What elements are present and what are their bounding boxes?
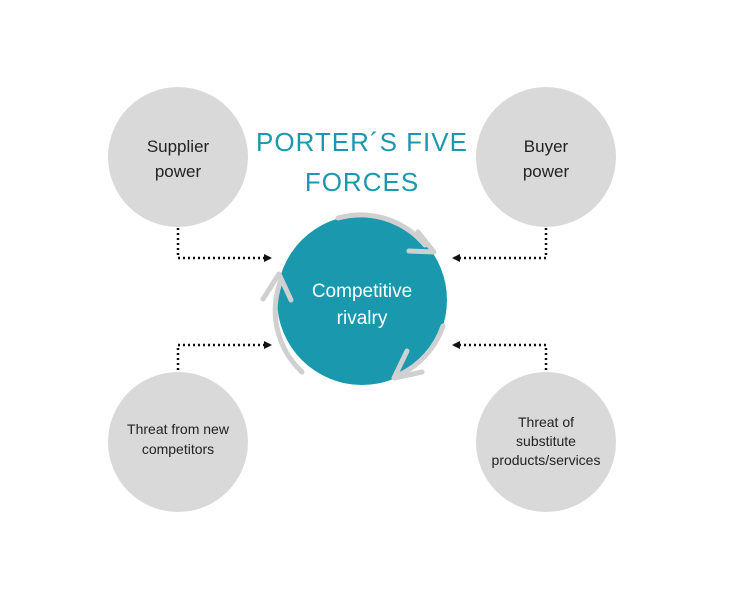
substitutes-label-line3: products/services (492, 452, 601, 468)
center-competitive-rivalry: Competitive rivalry (260, 212, 447, 385)
cycle-arrowhead-left-icon (260, 271, 294, 303)
center-label-line1: Competitive (312, 281, 412, 302)
supplier-circle (108, 87, 248, 227)
buyer-label-line1: Buyer (524, 137, 569, 156)
new-entrants-circle (108, 372, 248, 512)
substitutes-label-line2: substitute (516, 433, 576, 449)
supplier-label-line1: Supplier (147, 137, 210, 156)
substitutes-label-line1: Threat of (518, 414, 574, 430)
diagram-title-line2: FORCES (305, 167, 419, 197)
new-entrants-label-line2: competitors (142, 441, 214, 457)
connector-substitutes (452, 341, 548, 400)
center-circle (277, 215, 447, 385)
new-entrants-label-line1: Threat from new (127, 421, 230, 437)
cycle-arrowhead-top-icon (406, 229, 437, 255)
substitutes-circle (476, 372, 616, 512)
cycle-arrowhead-bottom-icon (391, 348, 425, 381)
force-buyer-power: Buyer power (476, 87, 616, 227)
center-label-line2: rivalry (337, 308, 388, 329)
force-substitutes: Threat of substitute products/services (476, 372, 616, 512)
cycle-arc-top (335, 212, 428, 248)
buyer-circle (476, 87, 616, 227)
cycle-arc-bottom (396, 323, 446, 378)
force-new-entrants: Threat from new competitors (108, 372, 248, 512)
buyer-label-line2: power (523, 162, 570, 181)
force-supplier-power: Supplier power (108, 87, 248, 227)
connector-new-entrants (176, 341, 272, 400)
cycle-arc-left (272, 277, 305, 375)
diagram-title-line1: PORTER´S FIVE (256, 127, 468, 157)
supplier-label-line2: power (155, 162, 202, 181)
